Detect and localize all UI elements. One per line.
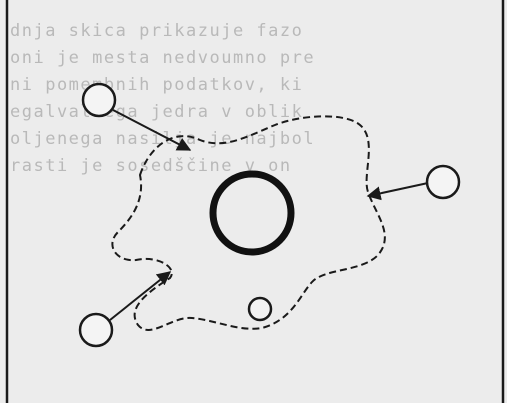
small-vesicle-circle xyxy=(249,298,271,320)
nucleus-circle xyxy=(213,174,291,252)
arrow-bottom-left xyxy=(110,272,170,320)
outer-circle-right xyxy=(427,166,459,198)
cell-membrane-outline xyxy=(112,116,384,330)
arrow-top-left xyxy=(113,110,190,150)
outer-circle-top-left xyxy=(83,84,115,116)
arrow-right xyxy=(368,183,428,196)
outer-circle-bottom-left xyxy=(80,314,112,346)
